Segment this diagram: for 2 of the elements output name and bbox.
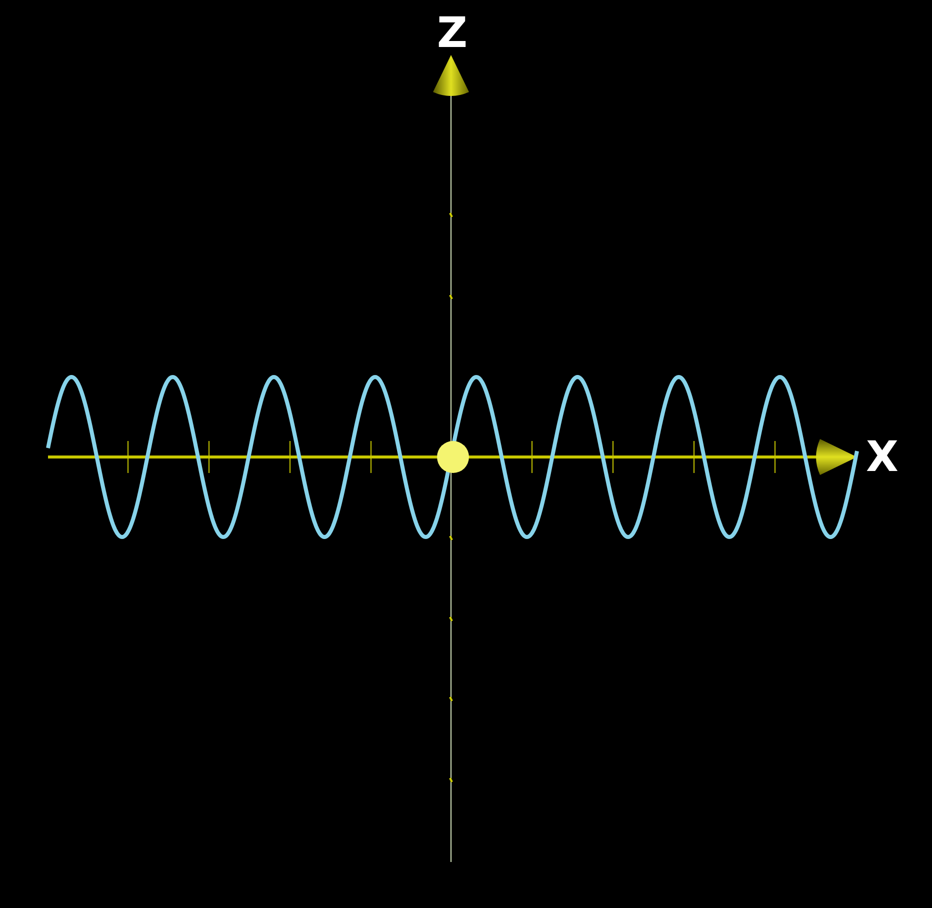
axis-label: X — [866, 436, 898, 478]
axis-label: Z — [437, 12, 468, 54]
